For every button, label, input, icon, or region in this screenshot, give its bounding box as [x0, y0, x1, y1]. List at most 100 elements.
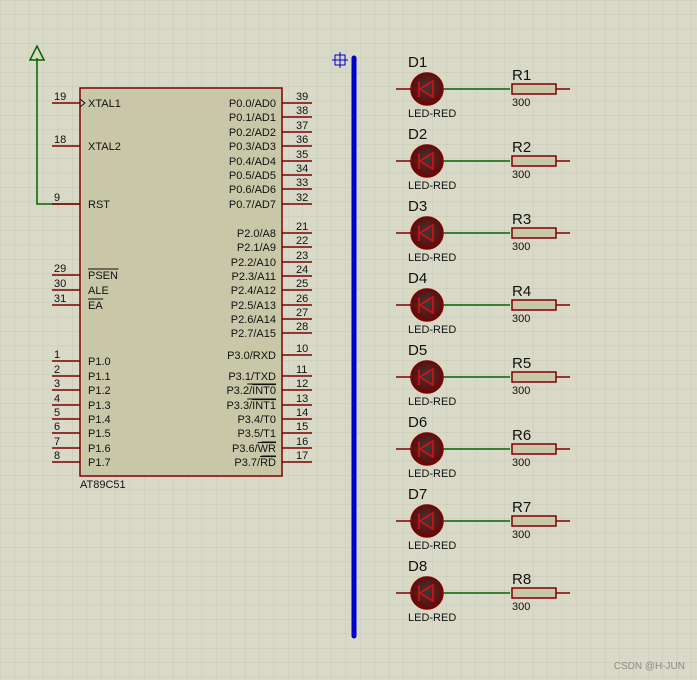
resistor-body-icon[interactable] [511, 227, 557, 239]
pin-name: PSEN [88, 270, 118, 282]
resistor-value: 300 [512, 601, 530, 613]
led-body-icon[interactable] [410, 144, 444, 178]
pin-number: 23 [296, 250, 308, 262]
pin-name: XTAL2 [88, 141, 121, 153]
resistor-body-icon[interactable] [511, 155, 557, 167]
diode-arrow-icon [418, 367, 434, 387]
pin-name: XTAL1 [88, 98, 121, 110]
pin-name: P3.4/T0 [237, 414, 276, 426]
microcontroller-chip[interactable]: AT89C51 19XTAL118XTAL29RST29PSEN30ALE31E… [52, 87, 312, 491]
pin-name: P0.6/AD6 [229, 184, 276, 196]
led-body-icon[interactable] [410, 504, 444, 538]
pin-name: P1.6 [88, 443, 111, 455]
pin-number: 8 [54, 450, 60, 462]
pin-number: 28 [296, 321, 308, 333]
resistor-body-icon[interactable] [511, 443, 557, 455]
resistor-reference: R5 [512, 355, 531, 372]
left-pin-1[interactable]: 1P1.0 [52, 349, 111, 368]
left-pin-2[interactable]: 2P1.1 [52, 364, 111, 383]
pin-name: ALE [88, 285, 109, 297]
pin-name: P2.6/A14 [231, 314, 276, 326]
diode-arrow-icon [418, 439, 434, 459]
resistor-reference: R4 [512, 283, 531, 300]
led-type: LED-RED [408, 396, 456, 408]
led-body-icon[interactable] [410, 576, 444, 610]
resistor-reference: R1 [512, 67, 531, 84]
led-body-icon[interactable] [410, 360, 444, 394]
power-terminal-arrow-icon[interactable] [28, 44, 46, 61]
led-body-icon[interactable] [410, 288, 444, 322]
resistor-body-icon[interactable] [511, 299, 557, 311]
led-type: LED-RED [408, 252, 456, 264]
pin-number: 35 [296, 149, 308, 161]
pin-name: P3.5/T1 [237, 428, 276, 440]
resistor-body-icon[interactable] [511, 515, 557, 527]
chip-body[interactable] [79, 87, 283, 477]
resistor-body-icon[interactable] [511, 83, 557, 95]
left-pin-7[interactable]: 7P1.6 [52, 436, 111, 455]
left-pin-3[interactable]: 3P1.2 [52, 378, 111, 397]
pin-number: 33 [296, 177, 308, 189]
led-type: LED-RED [408, 108, 456, 120]
resistor-value: 300 [512, 241, 530, 253]
led-body-icon[interactable] [410, 216, 444, 250]
led-body-icon[interactable] [410, 72, 444, 106]
pin-number: 6 [54, 421, 60, 433]
left-pin-6[interactable]: 6P1.5 [52, 421, 111, 440]
pin-number: 11 [296, 364, 307, 376]
pin-number: 34 [296, 163, 308, 175]
pin-number: 30 [54, 278, 66, 290]
pin-name: P1.2 [88, 385, 111, 397]
left-pin-8[interactable]: 8P1.7 [52, 450, 111, 469]
resistor-reference: R6 [512, 427, 531, 444]
pin-name: P3.2/INT0 [226, 385, 276, 397]
resistor-body-icon[interactable] [511, 587, 557, 599]
led-body-icon[interactable] [410, 432, 444, 466]
pin-number: 25 [296, 278, 308, 290]
resistor-value: 300 [512, 313, 530, 325]
left-pin-5[interactable]: 5P1.4 [52, 407, 111, 426]
resistor-body-icon[interactable] [511, 371, 557, 383]
pin-number: 17 [296, 450, 308, 462]
left-pin-4[interactable]: 4P1.3 [52, 393, 111, 412]
